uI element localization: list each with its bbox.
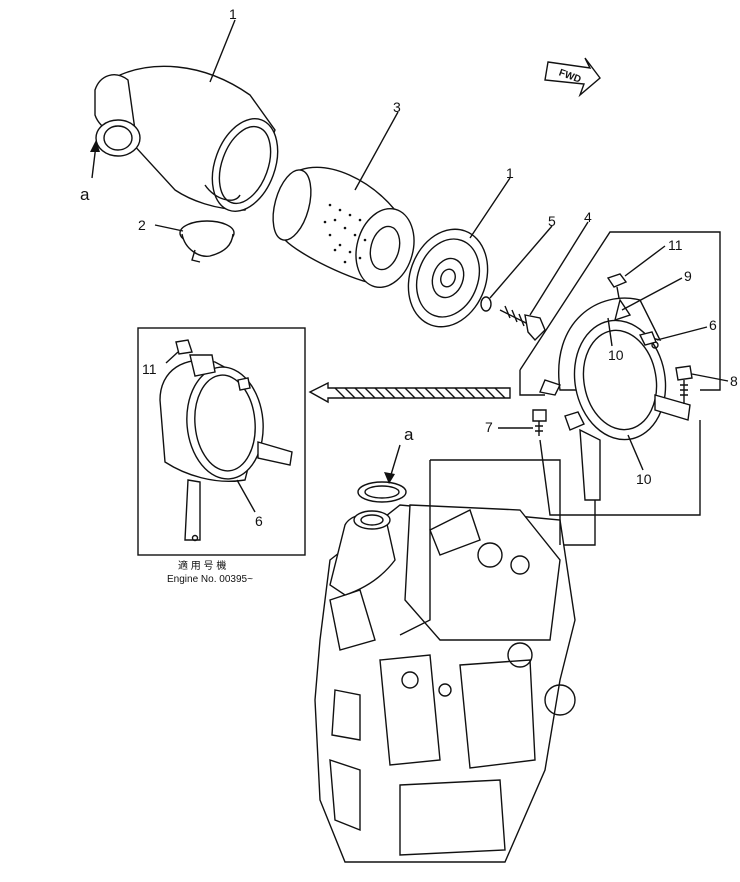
callout-8: 8 [730,373,738,389]
air-cleaner-body [94,65,279,212]
mounting-band [539,297,691,501]
leader-8 [691,373,729,382]
inset-frame [137,327,306,556]
bolt-6-right [638,331,657,346]
leader-10-upper [607,317,613,347]
callout-5: 5 [548,213,556,229]
leader-3 [354,111,399,191]
wing-nut-bolt [499,305,546,342]
callout-2: 2 [138,217,146,233]
inset-bolt-11 [175,339,193,355]
bolt-7 [532,409,547,436]
inset-note-kanji: 適 用 号 機 [178,559,226,572]
callout-11-inset: 11 [142,361,157,377]
washer [480,296,492,312]
leader-1-cover [469,177,511,239]
callout-7: 7 [485,419,493,435]
bolt-11-right [606,273,628,299]
intake-clamp [357,481,407,503]
reference-letter-a-engine: a [404,425,414,444]
callout-1-cleaner: 1 [229,6,237,22]
leader-6-right [656,326,708,341]
callout-6-inset: 6 [255,513,263,529]
leader-a-engine [389,444,401,479]
bolt-10-lower [564,411,585,431]
leader-11-right [624,245,666,277]
cleaner-cover [407,228,489,328]
evacuator-valve [179,220,235,263]
callout-9: 9 [684,268,692,284]
intake-elbow [329,510,396,596]
callout-6-right: 6 [709,317,717,333]
leader-9 [621,277,683,311]
fwd-arrow: FWD [544,57,601,98]
leader-6-inset [236,479,256,513]
reference-letter-a-top: a [80,185,90,204]
callout-3: 3 [393,99,401,115]
callout-11-right: 11 [668,237,683,253]
callout-10-lower: 10 [636,471,652,487]
arrow-a-top-icon [90,140,100,152]
callout-1-cover: 1 [506,165,514,181]
inset-note-engine: Engine No. 00395~ [167,574,253,585]
leader-2 [154,224,184,232]
leader-5 [489,225,553,299]
bolt-8 [675,365,693,404]
leader-1-cleaner [209,19,236,83]
element-perforation [323,203,367,264]
hatched-arrow [308,381,511,404]
callout-10-upper: 10 [608,347,624,363]
outline-assembly-upper [519,231,721,396]
leader-10-lower [627,434,644,471]
callout-4: 4 [584,209,592,225]
arrow-a-engine-icon [384,472,395,484]
filter-element [272,166,415,289]
leader-4 [529,221,589,316]
engine-block [314,459,576,863]
inset-mounting-band [159,354,293,542]
leader-11-inset [165,351,179,364]
